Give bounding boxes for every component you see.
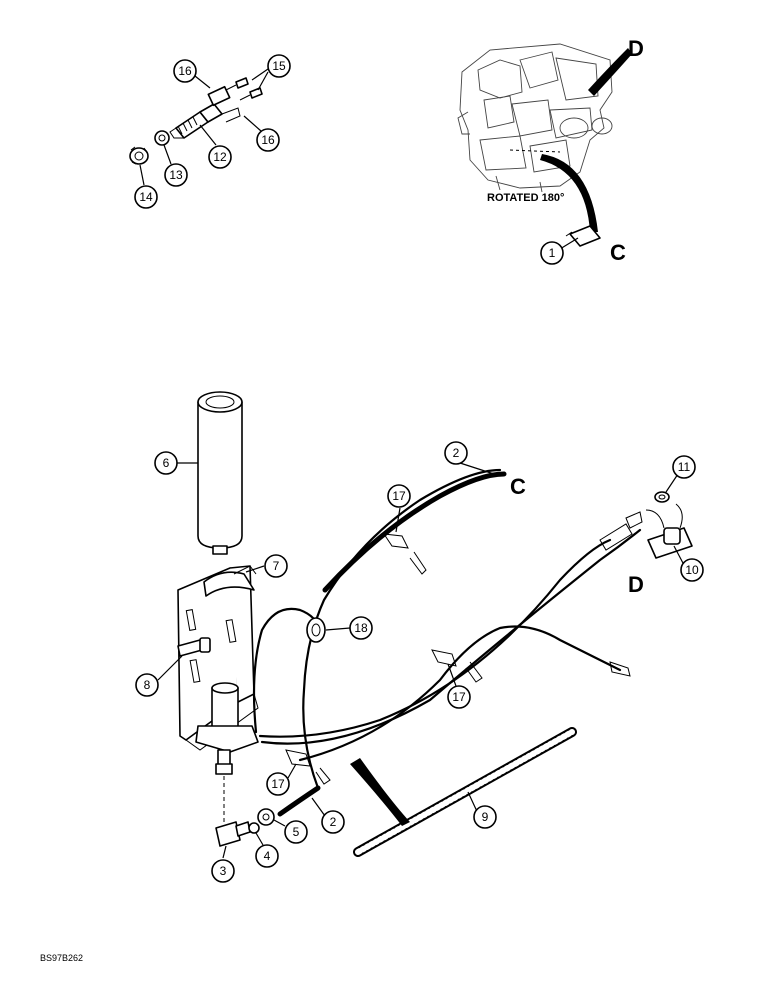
nut-5	[257, 808, 286, 827]
svg-text:16: 16	[261, 133, 275, 147]
callout-17-middle: 17	[447, 685, 471, 709]
callout-10: 10	[680, 558, 704, 582]
svg-text:16: 16	[178, 64, 192, 78]
sender-12-shape	[169, 85, 241, 139]
conduit-sleeve-9	[350, 727, 577, 857]
filter-head	[195, 682, 259, 826]
callout-6: 6	[154, 451, 178, 475]
svg-text:17: 17	[271, 777, 285, 791]
svg-text:14: 14	[139, 190, 153, 204]
figure-code: BS97B262	[40, 953, 83, 963]
bolt-8	[157, 637, 211, 681]
svg-text:9: 9	[482, 810, 489, 824]
svg-text:18: 18	[354, 621, 368, 635]
washer-4	[248, 822, 264, 846]
callout-4: 4	[255, 844, 279, 868]
svg-text:6: 6	[163, 456, 170, 470]
callout-17-upper: 17	[387, 484, 411, 508]
letter-c-top: C	[610, 240, 626, 265]
svg-text:3: 3	[220, 864, 227, 878]
letter-d-top: D	[628, 36, 644, 61]
callout-12: 12	[208, 145, 232, 169]
svg-text:17: 17	[452, 690, 466, 704]
letter-d-switch: D	[628, 572, 644, 597]
callout-9: 9	[473, 805, 497, 829]
callout-3: 3	[211, 859, 235, 883]
svg-text:13: 13	[169, 168, 183, 182]
svg-text:15: 15	[272, 59, 286, 73]
svg-text:10: 10	[685, 563, 699, 577]
switch-10	[645, 503, 693, 566]
svg-text:1: 1	[549, 246, 556, 260]
callout-17-lower: 17	[266, 772, 290, 796]
callout-8: 8	[135, 673, 159, 697]
bracket-7	[177, 565, 265, 751]
callout-16-upper: 16	[173, 59, 197, 83]
letter-c-wire: C	[510, 474, 526, 499]
filter-cartridge-6	[177, 391, 243, 555]
callout-11: 11	[672, 455, 696, 479]
callout-1: 1	[540, 241, 564, 265]
callout-7: 7	[264, 554, 288, 578]
svg-text:4: 4	[264, 849, 271, 863]
screws-15-shape	[225, 77, 263, 101]
nut-14-shape	[129, 146, 149, 165]
svg-text:2: 2	[453, 446, 460, 460]
engine-inset-sketch	[457, 43, 632, 250]
svg-text:11: 11	[678, 460, 691, 474]
svg-text:2: 2	[330, 815, 337, 829]
callout-18: 18	[349, 616, 373, 640]
callout-2-upper: 2	[444, 441, 468, 465]
callout-15: 15	[267, 54, 291, 78]
washer-13-shape	[154, 130, 170, 146]
callout-5: 5	[284, 820, 308, 844]
svg-text:8: 8	[144, 678, 151, 692]
callout-14: 14	[134, 185, 158, 209]
svg-text:12: 12	[213, 150, 227, 164]
elbow-fitting-3	[215, 821, 251, 859]
wiring-harness	[252, 462, 643, 817]
callout-16-lower: 16	[256, 128, 280, 152]
svg-text:17: 17	[392, 489, 406, 503]
callout-13: 13	[164, 163, 188, 187]
nut-11	[654, 473, 679, 503]
svg-text:5: 5	[293, 825, 300, 839]
rotated-note: ROTATED 180°	[487, 192, 564, 204]
callout-2-lower: 2	[321, 810, 345, 834]
sensor-assembly	[129, 68, 269, 186]
svg-text:7: 7	[273, 559, 280, 573]
